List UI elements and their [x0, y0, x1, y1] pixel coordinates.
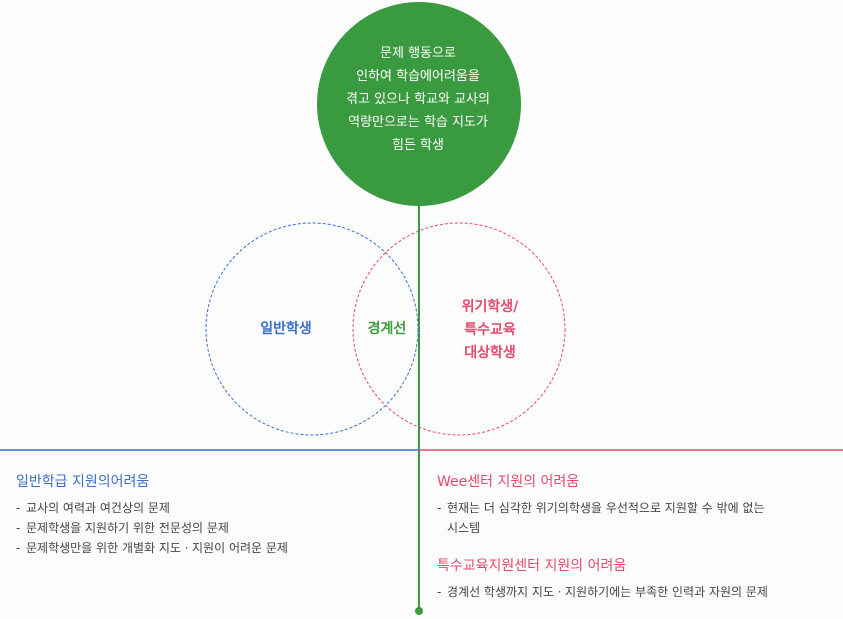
- general-student-label: 일반학생: [260, 321, 312, 337]
- top-circle-line: 인하여 학습에어려움을: [356, 69, 480, 84]
- special-ed-title: 특수교육지원센터 지원의 어려움: [437, 558, 627, 574]
- crisis-label-line: 대상학생: [464, 345, 516, 361]
- special-ed-list: -경계선 학생까지 지도ㆍ지원하기에는 부족한 인력과 자원의 문제: [437, 582, 768, 602]
- list-item: -문제학생만을 위한 개별화 지도ㆍ지원이 어려운 문제: [16, 541, 288, 555]
- top-circle-description: 문제 행동으로 인하여 학습에어려움을 겪고 있으나 학교와 교사의 역량만으로…: [318, 42, 518, 157]
- crisis-label-line: 특수교육: [464, 322, 516, 338]
- line-end-dot: [415, 607, 423, 615]
- top-circle-line: 문제 행동으로: [380, 46, 456, 61]
- wee-center-title: Wee센터 지원의 어려움: [437, 474, 580, 490]
- general-class-list: -교사의 여력과 여건상의 문제 -문제학생을 지원하기 위한 전문성의 문제 …: [16, 498, 288, 558]
- top-green-circle: [317, 2, 521, 206]
- list-item: -문제학생을 지원하기 위한 전문성의 문제: [16, 521, 229, 535]
- crisis-student-circle: [352, 222, 566, 436]
- wee-center-section: Wee센터 지원의 어려움 -현재는 더 심각한 위기의학생을 우선적으로 지원…: [437, 471, 765, 538]
- crisis-label-line: 위기학생/: [461, 299, 519, 315]
- top-circle-line: 힘든 학생: [392, 138, 444, 153]
- borderline-label: 경계선: [367, 321, 407, 337]
- general-class-section: 일반학급 지원의어려움 -교사의 여력과 여건상의 문제 -문제학생을 지원하기…: [16, 471, 288, 558]
- top-circle-line: 겪고 있으나 학교와 교사의: [346, 92, 490, 107]
- list-item: -경계선 학생까지 지도ㆍ지원하기에는 부족한 인력과 자원의 문제: [437, 585, 768, 599]
- list-item: -교사의 여력과 여건상의 문제: [16, 501, 170, 515]
- crisis-student-label: 위기학생/ 특수교육 대상학생: [430, 296, 550, 365]
- top-circle-line: 역량만으로는 학습 지도가: [348, 115, 488, 130]
- general-student-circle: [205, 222, 419, 436]
- general-class-title: 일반학급 지원의어려움: [16, 474, 150, 490]
- special-ed-section: 특수교육지원센터 지원의 어려움 -경계선 학생까지 지도ㆍ지원하기에는 부족한…: [437, 555, 768, 602]
